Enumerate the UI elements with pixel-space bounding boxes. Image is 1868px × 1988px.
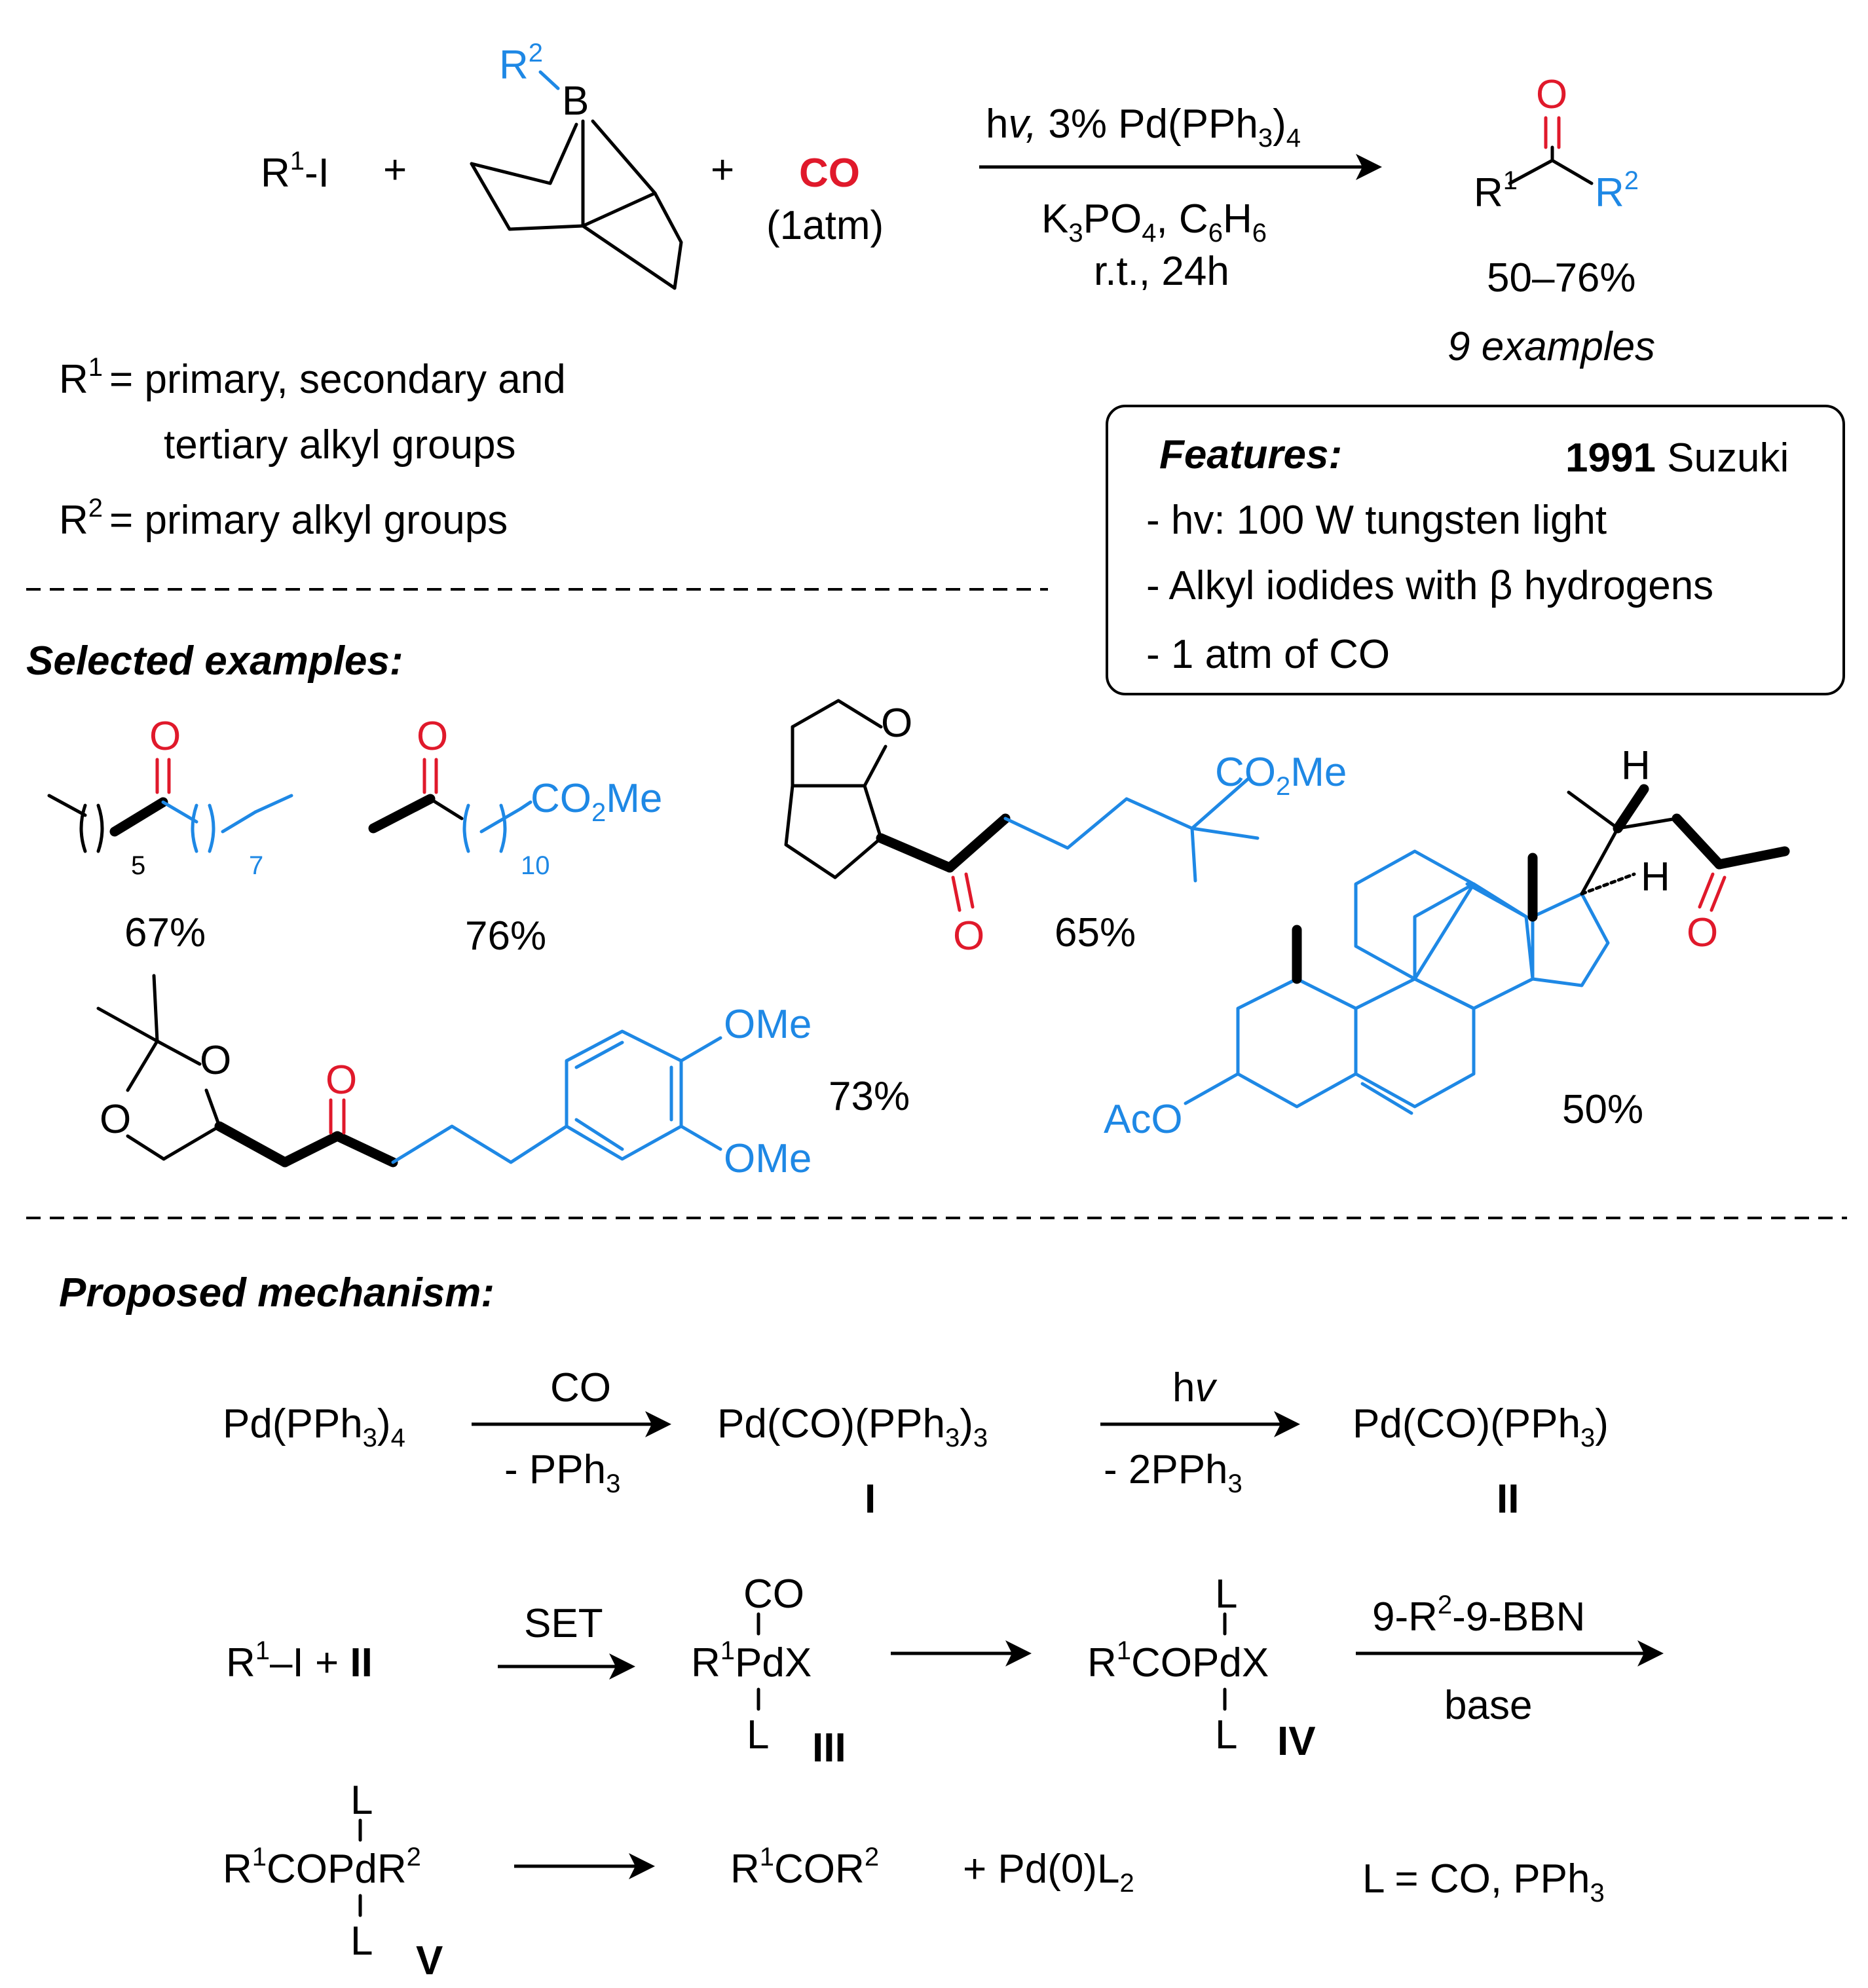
- svg-text:V: V: [416, 1938, 443, 1983]
- svg-text:CO2Me: CO2Me: [1215, 750, 1347, 801]
- borane-9-bbn: R2 B: [470, 39, 683, 290]
- svg-text:O: O: [881, 701, 912, 746]
- svg-text:R1COPdR2: R1COPdR2: [223, 1843, 421, 1892]
- svg-text:9-R2-9-BBN: 9-R2-9-BBN: [1372, 1591, 1585, 1640]
- svg-text:L = CO, PPh3: L = CO, PPh3: [1362, 1856, 1605, 1907]
- svg-text:R1COPdX: R1COPdX: [1087, 1636, 1269, 1685]
- svg-text:73%: 73%: [829, 1074, 910, 1119]
- mechanism-heading: Proposed mechanism:: [59, 1270, 495, 1316]
- svg-text:OMe: OMe: [724, 1136, 812, 1181]
- svg-text:O: O: [953, 913, 984, 959]
- svg-text:IV: IV: [1277, 1719, 1316, 1764]
- svg-text:OMe: OMe: [724, 1002, 812, 1047]
- svg-text:hv, 3% Pd(PPh3)4: hv, 3% Pd(PPh3)4: [986, 101, 1301, 153]
- svg-text:- Alkyl iodides with β hydroge: - Alkyl iodides with β hydrogens: [1146, 563, 1713, 608]
- svg-text:R1–I + II: R1–I + II: [226, 1636, 373, 1685]
- svg-text:7: 7: [249, 851, 263, 880]
- svg-text:- 2PPh3: - 2PPh3: [1104, 1447, 1242, 1498]
- selected-examples-heading: Selected examples:: [26, 638, 403, 684]
- svg-text:9 examples: 9 examples: [1448, 324, 1655, 369]
- svg-text:50%: 50%: [1562, 1087, 1643, 1132]
- svg-text:- PPh3: - PPh3: [504, 1447, 620, 1498]
- svg-text:Pd(PPh3)4: Pd(PPh3)4: [223, 1401, 405, 1452]
- svg-text:50–76%: 50–76%: [1487, 255, 1636, 301]
- svg-text:hv: hv: [1172, 1365, 1217, 1410]
- svg-text:R1-I: R1-I: [261, 147, 329, 196]
- product-ketone: O R1 R2 50–76% 9 examples: [1448, 72, 1655, 369]
- example-1: O 5 7 67%: [47, 714, 293, 955]
- svg-text:O: O: [100, 1097, 131, 1142]
- svg-text:Pd(CO)(PPh3): Pd(CO)(PPh3): [1353, 1401, 1609, 1452]
- plus-sign-2: +: [711, 147, 734, 193]
- svg-text:CO2Me: CO2Me: [531, 776, 662, 827]
- svg-text:R2= primary alkyl groups: R2= primary alkyl groups: [59, 494, 508, 543]
- svg-text:SET: SET: [524, 1601, 603, 1646]
- r-group-definitions: R1= primary, secondary and tertiary alky…: [59, 353, 566, 543]
- carbon-monoxide: CO: [799, 151, 860, 196]
- svg-text:I: I: [865, 1477, 876, 1522]
- svg-text:L: L: [747, 1712, 769, 1758]
- svg-text:O: O: [149, 714, 181, 759]
- svg-text:CO: CO: [550, 1365, 611, 1410]
- svg-text:tertiary alkyl groups: tertiary alkyl groups: [164, 422, 516, 468]
- svg-text:1991 Suzuki: 1991 Suzuki: [1565, 435, 1789, 481]
- svg-text:O: O: [1536, 72, 1567, 117]
- svg-text:76%: 76%: [465, 913, 546, 959]
- svg-text:R1= primary, secondary and: R1= primary, secondary and: [59, 353, 566, 402]
- svg-text:65%: 65%: [1055, 910, 1136, 955]
- example-2: O CO2Me 10 76%: [368, 714, 662, 959]
- mechanism-row-3: L R1COPdR2 L V R1COR2 + Pd(0)L2 L = CO, …: [223, 1778, 1605, 1983]
- example-3: O O CO2Me 65%: [784, 699, 1347, 959]
- svg-text:+ Pd(0)L2: + Pd(0)L2: [963, 1847, 1134, 1898]
- svg-text:R1PdX: R1PdX: [691, 1636, 812, 1685]
- svg-text:5: 5: [131, 851, 145, 880]
- svg-text:L: L: [350, 1778, 373, 1823]
- svg-text:L: L: [350, 1919, 373, 1964]
- svg-text:10: 10: [521, 851, 550, 880]
- svg-text:B: B: [562, 79, 589, 124]
- features-box: Features: 1991 Suzuki - hv: 100 W tungst…: [1106, 405, 1845, 695]
- svg-text:O: O: [200, 1038, 231, 1083]
- svg-text:L: L: [1215, 1572, 1237, 1617]
- svg-text:CO: CO: [743, 1572, 804, 1617]
- svg-text:r.t., 24h: r.t., 24h: [1094, 249, 1229, 294]
- svg-text:II: II: [1497, 1477, 1519, 1522]
- mechanism-row-1: Pd(PPh3)4 CO - PPh3 Pd(CO)(PPh3)3 I hv -…: [223, 1365, 1609, 1522]
- svg-text:III: III: [812, 1725, 846, 1771]
- svg-text:H: H: [1641, 855, 1670, 900]
- svg-text:- 1 atm of CO: - 1 atm of CO: [1146, 632, 1390, 677]
- svg-text:67%: 67%: [124, 910, 206, 955]
- svg-text:R2: R2: [499, 39, 543, 88]
- svg-text:R1: R1: [1474, 166, 1518, 215]
- example-5: AcO H O H 50%: [1104, 743, 1790, 1142]
- svg-text:L: L: [1215, 1712, 1237, 1758]
- plus-sign-1: +: [383, 147, 407, 193]
- svg-text:R1COR2: R1COR2: [730, 1843, 879, 1892]
- svg-text:K3PO4, C6H6: K3PO4, C6H6: [1041, 196, 1267, 248]
- svg-text:Features:: Features:: [1159, 432, 1342, 477]
- svg-text:AcO: AcO: [1104, 1097, 1183, 1142]
- top-conditions: hv, 3% Pd(PPh3)4 K3PO4, C6H6 r.t., 24h: [979, 101, 1382, 294]
- svg-text:O: O: [1687, 910, 1718, 955]
- mechanism-row-2: R1–I + II SET CO R1PdX L III L R1COPdX L…: [226, 1572, 1664, 1771]
- reactant-r1-iodide: R1-I: [261, 147, 329, 196]
- svg-text:H: H: [1621, 743, 1651, 788]
- svg-text:R2: R2: [1595, 166, 1639, 215]
- svg-text:O: O: [417, 714, 448, 759]
- svg-text:base: base: [1444, 1683, 1532, 1728]
- example-4: O O O OMe OMe 73%: [96, 974, 910, 1181]
- svg-text:Pd(CO)(PPh3)3: Pd(CO)(PPh3)3: [717, 1401, 988, 1452]
- svg-text:- hv: 100 W tungsten light: - hv: 100 W tungsten light: [1146, 498, 1607, 543]
- co-pressure: (1atm): [766, 203, 884, 248]
- svg-text:O: O: [326, 1058, 357, 1103]
